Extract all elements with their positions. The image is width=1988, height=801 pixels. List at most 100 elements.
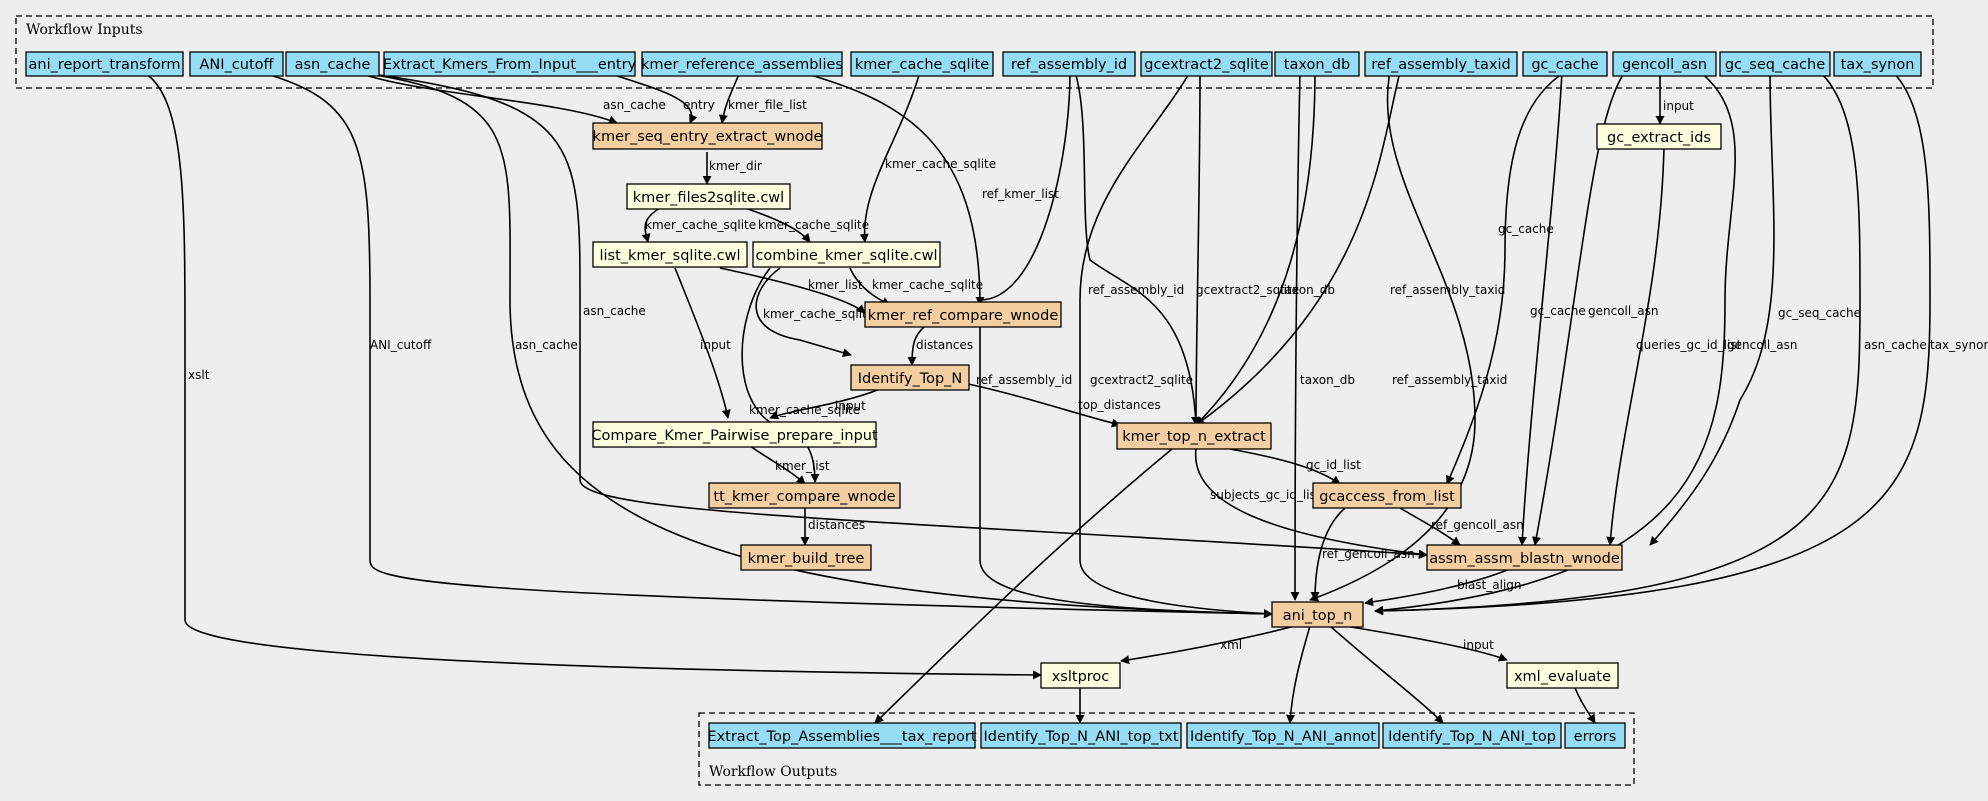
edge-kmer-list-a: kmer_list xyxy=(719,267,866,314)
svg-text:Identify_Top_N: Identify_Top_N xyxy=(858,371,963,387)
edge-to-tax-report xyxy=(874,448,1173,724)
node-ani-report-transform[interactable]: ani_report_transform xyxy=(25,51,184,77)
edge-to-errors xyxy=(1574,687,1596,724)
svg-text:Extract_Top_Assemblies___tax_r: Extract_Top_Assemblies___tax_report xyxy=(707,729,976,745)
node-tax-synon[interactable]: tax_synon xyxy=(1833,51,1922,77)
edge-gc-cache-b: gc_cache xyxy=(1517,71,1586,546)
node-kmer-files2sqlite[interactable]: kmer_files2sqlite.cwl xyxy=(626,183,791,210)
node-ref-assembly-taxid[interactable]: ref_assembly_taxid xyxy=(1364,51,1518,77)
node-ref-assembly-id[interactable]: ref_assembly_id xyxy=(1002,51,1136,77)
node-extract-kmers-entry[interactable]: Extract_Kmers_From_Input___entry xyxy=(383,51,637,77)
edge-label: gc_id_list xyxy=(1306,458,1361,472)
node-list-kmer-sqlite[interactable]: list_kmer_sqlite.cwl xyxy=(592,241,748,268)
edge-label: kmer_cache_sqlite xyxy=(645,218,756,232)
node-gc-seq-cache[interactable]: gc_seq_cache xyxy=(1719,51,1831,77)
edge-queries-gc-id-list: queries_gc_id_list xyxy=(1606,147,1742,546)
node-identify-top-n[interactable]: Identify_Top_N xyxy=(850,364,970,391)
edge-to-ani-top xyxy=(1329,625,1444,724)
edge-gcextract2-b: gcextract2_sqlite xyxy=(1079,71,1273,619)
svg-text:tt_kmer_compare_wnode: tt_kmer_compare_wnode xyxy=(713,489,895,505)
edge-asn-cache-d: asn_cache xyxy=(1374,71,1927,616)
node-gcextract2-sqlite[interactable]: gcextract2_sqlite xyxy=(1140,51,1273,77)
node-ani-top-n[interactable]: ani_top_n xyxy=(1271,601,1364,628)
edge-kmer-list-b: kmer_list xyxy=(749,445,830,485)
edge-distances-b: distances xyxy=(800,508,865,546)
node-extract-top-assemblies-tax-report[interactable]: Extract_Top_Assemblies___tax_report xyxy=(707,722,977,749)
edge-xml: xml xyxy=(1120,625,1296,665)
svg-text:gc_seq_cache: gc_seq_cache xyxy=(1725,57,1825,73)
svg-text:Identify_Top_N_ANI_top_txt: Identify_Top_N_ANI_top_txt xyxy=(983,729,1178,745)
edge-ref-assembly-id-a: ref_assembly_id xyxy=(976,71,1273,619)
node-xml-evaluate[interactable]: xml_evaluate xyxy=(1506,662,1619,689)
node-kmer-ref-compare-wnode[interactable]: kmer_ref_compare_wnode xyxy=(864,301,1062,328)
edge-ani-cutoff: ANI_cutoff xyxy=(259,71,1273,619)
edge-label: taxon_db xyxy=(1300,373,1355,387)
svg-text:Identify_Top_N_ANI_annot: Identify_Top_N_ANI_annot xyxy=(1190,729,1376,745)
svg-text:list_kmer_sqlite.cwl: list_kmer_sqlite.cwl xyxy=(599,248,740,264)
edge-entry: entry xyxy=(604,71,715,124)
edge-label: distances xyxy=(916,338,973,352)
node-compare-kmer-pairwise-prepare-input[interactable]: Compare_Kmer_Pairwise_prepare_input xyxy=(591,421,878,448)
svg-text:kmer_build_tree: kmer_build_tree xyxy=(748,551,865,567)
edge-label: asn_cache xyxy=(603,98,666,112)
edge-distances-a: distances xyxy=(907,325,973,366)
edge-combine-to-ref-compare: kmer_cache_sqlite xyxy=(849,267,983,306)
node-identify-top-n-ani-top-txt[interactable]: Identify_Top_N_ANI_top_txt xyxy=(980,722,1182,749)
edge-ref-assembly-id-b: ref_assembly_id xyxy=(1074,71,1201,426)
edge-label: taxon_db xyxy=(1280,283,1335,297)
node-asn-cache[interactable]: asn_cache xyxy=(285,51,380,77)
edge-label: kmer_list xyxy=(808,278,863,292)
node-errors[interactable]: errors xyxy=(1564,722,1626,749)
edge-label: kmer_cache_sqlite xyxy=(763,307,874,321)
node-combine-kmer-sqlite[interactable]: combine_kmer_sqlite.cwl xyxy=(752,241,941,268)
svg-text:asn_cache: asn_cache xyxy=(295,57,371,73)
edge-combine-to-identify: kmer_cache_sqlite xyxy=(755,267,874,358)
svg-text:xml_evaluate: xml_evaluate xyxy=(1514,669,1611,685)
edge-gencoll-asn-a: gencoll_asn xyxy=(1532,71,1658,546)
svg-text:kmer_ref_compare_wnode: kmer_ref_compare_wnode xyxy=(868,308,1059,324)
edge-label: input xyxy=(1663,99,1694,113)
nodes: ani_report_transform ANI_cutoff asn_cach… xyxy=(25,51,1922,749)
edge-asn-cache-to-ani: asn_cache xyxy=(355,71,1273,619)
edge-gc-seq-cache: gc_seq_cache xyxy=(1649,71,1861,546)
edge-label: gencoll_asn xyxy=(1588,304,1658,318)
node-identify-top-n-ani-annot[interactable]: Identify_Top_N_ANI_annot xyxy=(1186,722,1380,749)
node-kmer-build-tree[interactable]: kmer_build_tree xyxy=(740,544,872,571)
node-identify-top-n-ani-top[interactable]: Identify_Top_N_ANI_top xyxy=(1382,722,1562,749)
node-xsltproc[interactable]: xsltproc xyxy=(1040,662,1121,689)
node-assm-assm-blastn-wnode[interactable]: assm_assm_blastn_wnode xyxy=(1426,544,1623,571)
edge-label: queries_gc_id_list xyxy=(1636,338,1742,352)
edge-label: gc_cache xyxy=(1530,304,1586,318)
edge-label: blast_align xyxy=(1457,578,1522,592)
node-gcaccess-from-list[interactable]: gcaccess_from_list xyxy=(1312,482,1462,509)
svg-text:kmer_cache_sqlite: kmer_cache_sqlite xyxy=(855,57,989,73)
node-kmer-seq-entry-extract-wnode[interactable]: kmer_seq_entry_extract_wnode xyxy=(592,122,823,150)
edge-label: kmer_list xyxy=(775,459,830,473)
edge-label: gc_cache xyxy=(1498,222,1554,236)
svg-text:gcaccess_from_list: gcaccess_from_list xyxy=(1319,489,1455,505)
edge-label: subjects_gc_id_list xyxy=(1210,488,1321,502)
node-kmer-cache-sqlite[interactable]: kmer_cache_sqlite xyxy=(850,51,994,77)
edge-label: ANI_cutoff xyxy=(370,338,432,352)
node-gc-extract-ids[interactable]: gc_extract_ids xyxy=(1596,123,1722,150)
edge-label: gcextract2_sqlite xyxy=(1196,283,1299,297)
workflow-inputs-cluster: Workflow Inputs xyxy=(15,15,1934,89)
svg-text:ref_assembly_id: ref_assembly_id xyxy=(1011,57,1127,73)
edge-label: gcextract2_sqlite xyxy=(1090,373,1193,387)
node-gencoll-asn[interactable]: gencoll_asn xyxy=(1612,51,1717,77)
svg-text:combine_kmer_sqlite.cwl: combine_kmer_sqlite.cwl xyxy=(755,248,937,264)
node-gc-cache[interactable]: gc_cache xyxy=(1522,51,1608,77)
node-kmer-reference-assemblies[interactable]: kmer_reference_assemblies xyxy=(641,51,843,77)
svg-text:errors: errors xyxy=(1574,729,1617,745)
edge-label: kmer_file_list xyxy=(728,98,807,112)
node-kmer-top-n-extract[interactable]: kmer_top_n_extract xyxy=(1116,422,1272,450)
node-tt-kmer-compare-wnode[interactable]: tt_kmer_compare_wnode xyxy=(708,482,901,509)
edge-label: input xyxy=(835,399,866,413)
edge-label: ref_gencoll_asn xyxy=(1431,518,1524,532)
edge-label: ref_kmer_list xyxy=(982,187,1059,201)
node-ani-cutoff[interactable]: ANI_cutoff xyxy=(189,51,284,77)
node-taxon-db[interactable]: taxon_db xyxy=(1274,51,1360,77)
edge-label: kmer_dir xyxy=(709,159,762,173)
edge-gcextract2-a: gcextract2_sqlite xyxy=(1191,71,1299,426)
svg-text:gencoll_asn: gencoll_asn xyxy=(1622,57,1707,73)
